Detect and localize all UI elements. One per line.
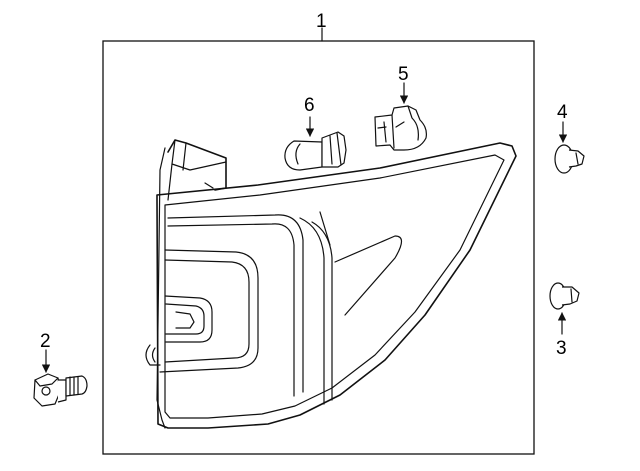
callout-2: 2 [40, 331, 51, 352]
bulb-part [284, 131, 347, 171]
callout-6: 6 [304, 95, 315, 116]
socket-part [374, 105, 427, 151]
callout-1: 1 [316, 11, 327, 32]
tail-lamp-assembly [145, 139, 517, 429]
callout-3: 3 [556, 338, 567, 359]
callout-4: 4 [557, 102, 568, 123]
push-nut-upper [554, 144, 585, 174]
assembly-frame [102, 40, 535, 455]
bolt-part [33, 373, 88, 407]
push-nut-lower [549, 282, 580, 310]
callout-5: 5 [398, 64, 409, 85]
